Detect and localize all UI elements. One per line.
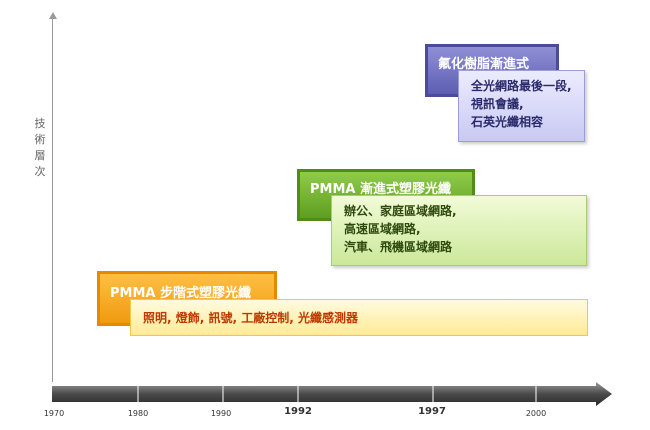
timeline-tick-label: 1970 (43, 409, 65, 418)
timeline-tick-label: 1997 (418, 406, 446, 417)
stage-app-line: 辦公、家庭區域網路, (344, 204, 457, 218)
stage-app-line: 高速區域網路, (344, 222, 421, 236)
timeline-tick-label: 2000 (525, 409, 547, 418)
stage-title-text: PMMA 步階式塑膠光纖 (110, 286, 251, 301)
vertical-axis-line (52, 16, 53, 382)
timeline-tick-label: 1980 (127, 409, 149, 418)
stage-app-line: 照明, 燈飾, 訊號, 工廠控制, 光纖感測器 (143, 310, 358, 325)
stage-app-line: 視訊會議, (471, 97, 524, 111)
stage-apps-pmma-gi: 辦公、家庭區域網路, 高速區域網路, 汽車、飛機區域網路 (331, 195, 587, 266)
stage-apps-fluoride-gi: 全光網路最後一段, 視訊會議, 石英光纖相容 (458, 70, 585, 142)
y-axis-label-char: 次 (34, 165, 46, 178)
stage-apps-pmma-si: 照明, 燈飾, 訊號, 工廠控制, 光纖感測器 (130, 299, 588, 336)
timeline-arrow-icon (52, 382, 612, 406)
timeline-bar (52, 382, 614, 406)
timeline-tick-label: 1990 (210, 409, 232, 418)
stage-app-line: 石英光纖相容 (471, 115, 544, 129)
y-axis-label-char: 層 (34, 149, 46, 162)
y-axis-label: 技 術 層 次 (33, 116, 47, 180)
timeline-tick-label: 1992 (284, 406, 312, 417)
stage-app-line: 全光網路最後一段, (471, 79, 572, 93)
stage-title-text: 氟化樹脂漸進式 (438, 57, 530, 72)
vertical-axis-arrow-icon (49, 12, 57, 19)
y-axis-label-char: 技 (34, 117, 46, 130)
y-axis-label-char: 術 (34, 133, 46, 146)
stage-app-line: 汽車、飛機區域網路 (344, 240, 453, 254)
stage-title-text: PMMA 漸進式塑膠光纖 (310, 182, 451, 197)
